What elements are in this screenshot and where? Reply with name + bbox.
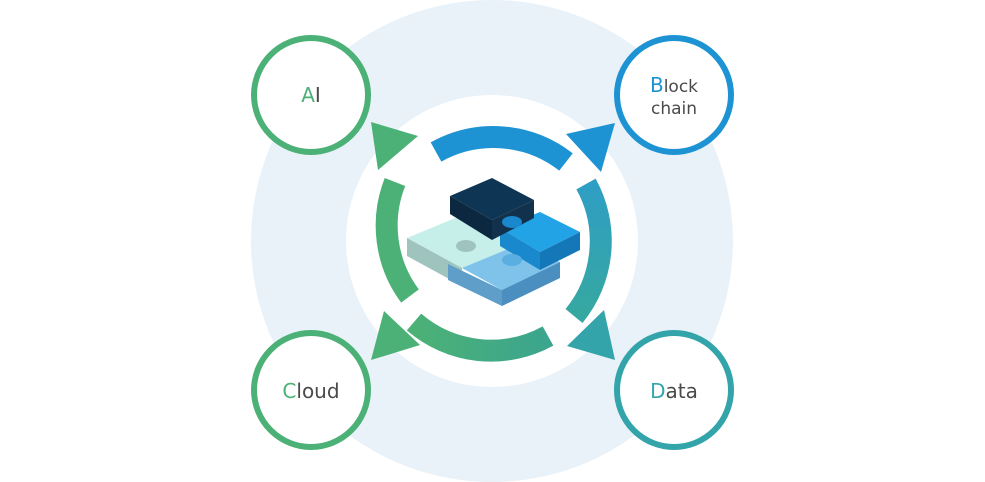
arrow-head-blockchain-icon — [566, 123, 615, 172]
node-ai-label: AI — [301, 83, 321, 107]
node-data-label: Data — [650, 379, 698, 403]
node-cloud-initial: C — [282, 379, 296, 403]
node-data-initial: D — [650, 379, 665, 403]
node-cloud: Cloud — [251, 330, 371, 450]
node-ai-ring — [251, 35, 371, 155]
node-ai-initial: A — [301, 83, 315, 107]
arc-to-data — [565, 178, 612, 323]
node-blockchain-label-line2: chain — [651, 99, 697, 119]
arrow-head-data-icon — [567, 310, 615, 360]
arc-to-blockchain — [430, 126, 573, 171]
arrow-head-cloud-icon — [371, 311, 420, 360]
node-data: Data — [614, 330, 734, 450]
node-blockchain: Block chain — [614, 35, 734, 155]
arc-to-cloud — [406, 313, 554, 362]
node-data-rest: ata — [666, 379, 698, 403]
arc-to-ai — [375, 177, 419, 303]
node-cloud-rest: loud — [296, 379, 339, 403]
node-blockchain-rest: lock — [664, 77, 698, 97]
node-blockchain-label-line1: Block — [650, 73, 698, 97]
node-blockchain-initial: B — [650, 73, 664, 97]
node-cloud-ring — [251, 330, 371, 450]
node-ai: AI — [251, 35, 371, 155]
puzzle-pieces-icon — [407, 178, 580, 306]
node-blockchain-ring — [614, 35, 734, 155]
node-data-ring — [614, 330, 734, 450]
node-ai-rest: I — [315, 83, 321, 107]
node-cloud-label: Cloud — [282, 379, 339, 403]
arrow-head-ai-icon — [371, 122, 418, 170]
